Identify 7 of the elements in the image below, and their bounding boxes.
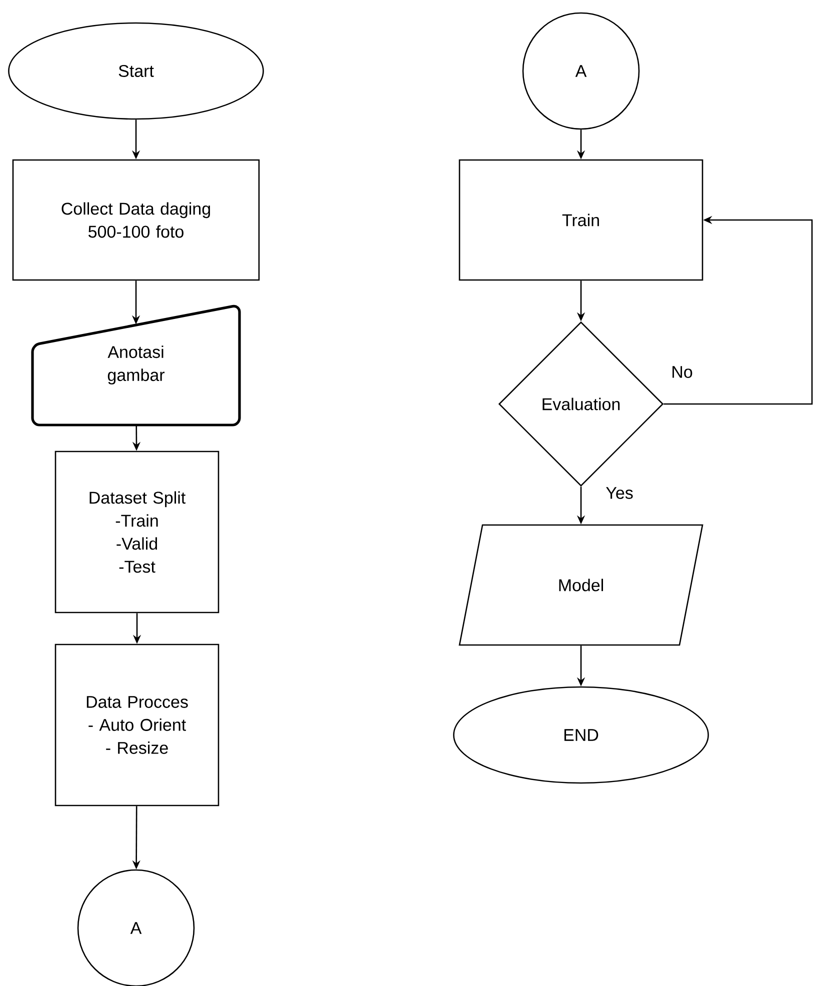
process-box: Dataset Split -Train -Valid -Test	[54, 450, 220, 614]
process-box: Collect Data daging 500-100 foto	[12, 159, 260, 281]
edge-label: Yes	[604, 485, 636, 501]
data-parallelogram: Model	[458, 524, 704, 646]
edge-label: No	[669, 364, 695, 380]
process-box: Train	[458, 159, 704, 281]
process-box: Data Procces - Auto Orient - Resize	[54, 644, 220, 806]
